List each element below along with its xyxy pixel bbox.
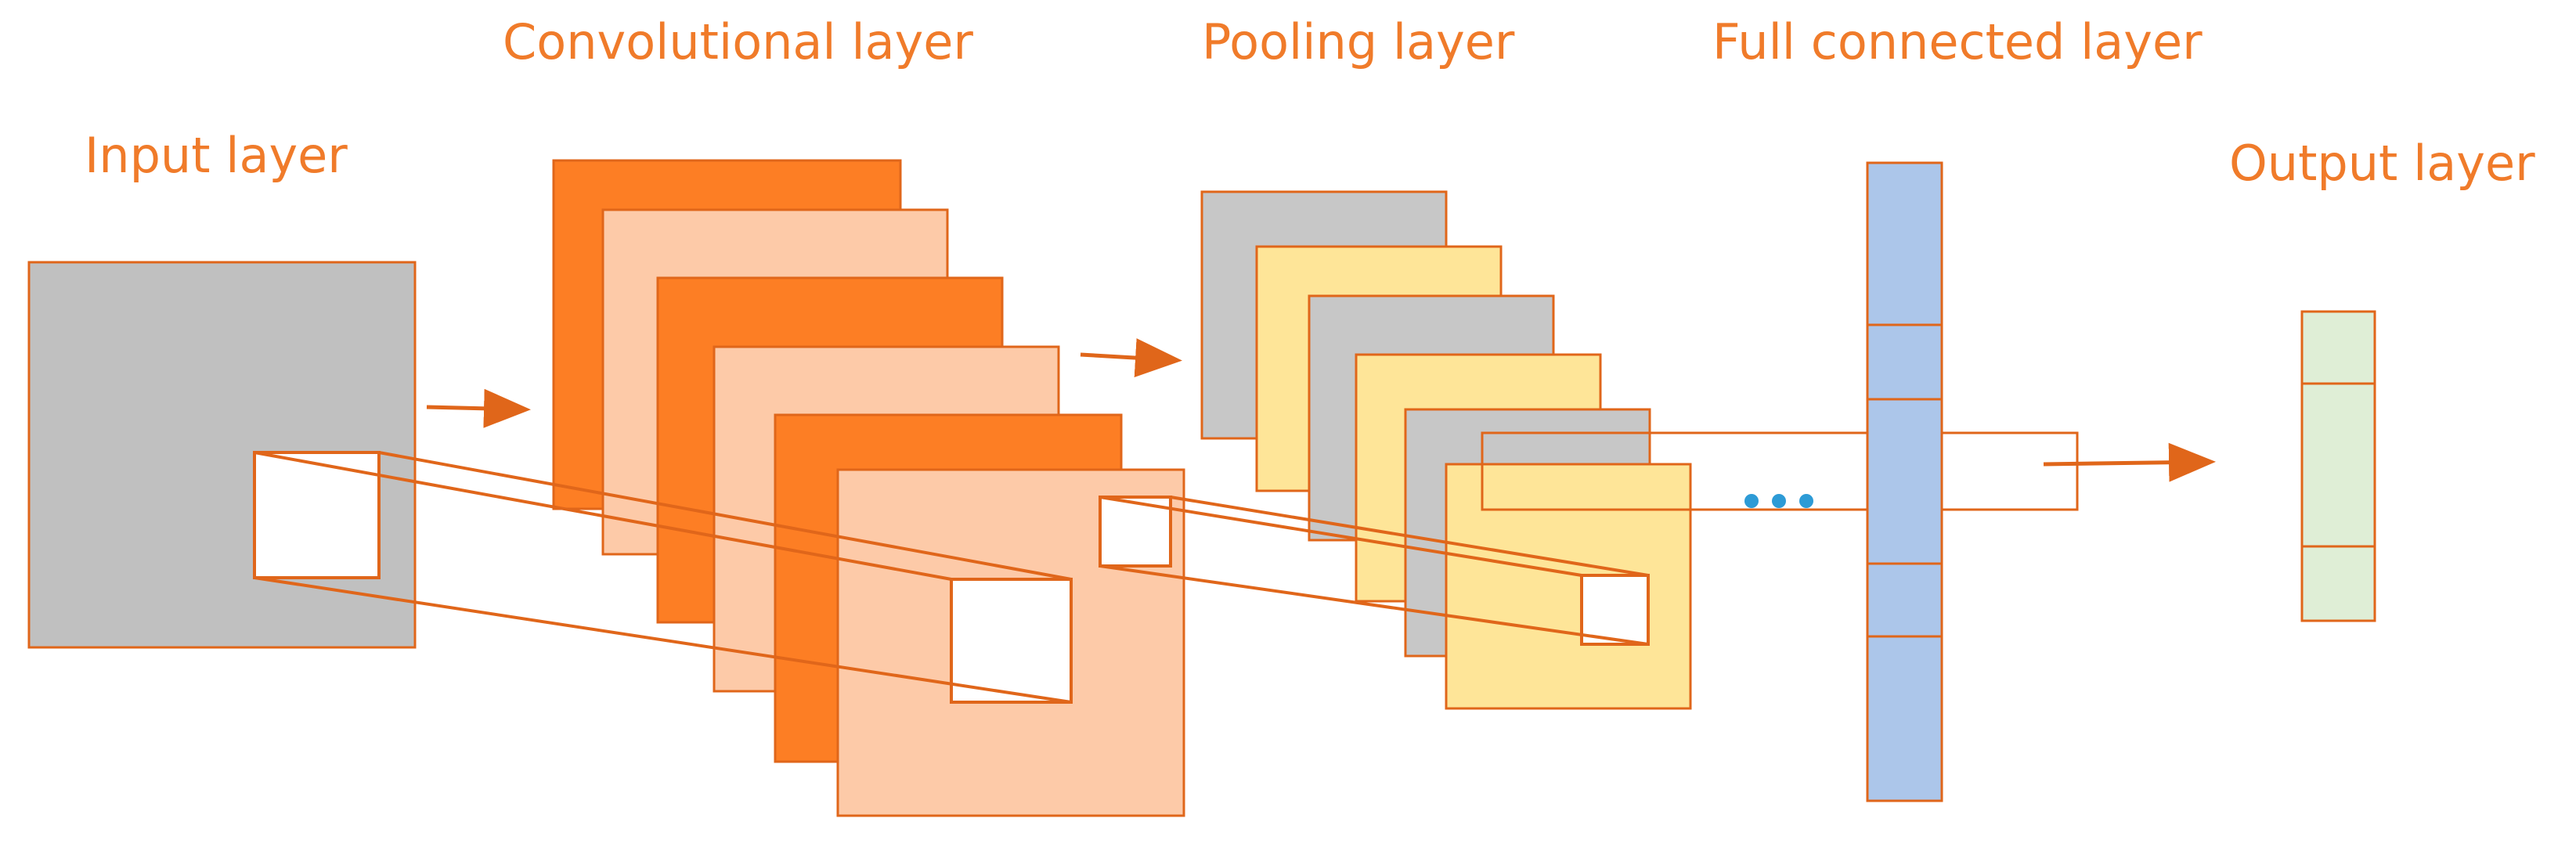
flatten-connector-box — [1481, 431, 2079, 511]
output-layer-label: Output layer — [2229, 135, 2535, 192]
input-layer — [27, 261, 417, 649]
conv-to-pool-projection — [1099, 496, 1649, 646]
input-to-conv-projection — [254, 451, 1072, 704]
flow-arrows — [426, 338, 2216, 482]
fc-layer-label: Full connected layer — [1712, 13, 2203, 70]
convolutional-layer — [552, 159, 1185, 817]
arrow-right-icon — [1080, 338, 1182, 378]
input-layer-label: Input layer — [85, 127, 348, 184]
pool-projection-line-1 — [1099, 496, 1582, 577]
conv-pooling-window — [1099, 496, 1172, 568]
projection-line-top-2 — [378, 451, 1072, 581]
pool-projection-line-3 — [1099, 564, 1649, 646]
arrow-right-icon — [2043, 442, 2216, 482]
ellipsis-dots-icon — [1744, 494, 1813, 508]
pool-projection-line-2 — [1170, 496, 1649, 577]
arrow-right-icon — [426, 388, 531, 428]
full-connected-layer — [1866, 161, 1943, 802]
pool-layer-label: Pooling layer — [1202, 13, 1515, 70]
pooling-layer — [1200, 190, 1692, 710]
fc-vector — [1866, 161, 1943, 802]
output-layer — [2300, 310, 2376, 622]
pool-output-cell — [1580, 574, 1650, 646]
projection-line-top-1 — [254, 451, 952, 581]
projection-line-bottom — [254, 576, 1072, 704]
conv-receptive-field — [950, 578, 1073, 704]
output-vector — [2300, 310, 2376, 622]
conv-layer-label: Convolutional layer — [503, 13, 973, 70]
input-receptive-field — [253, 451, 381, 579]
